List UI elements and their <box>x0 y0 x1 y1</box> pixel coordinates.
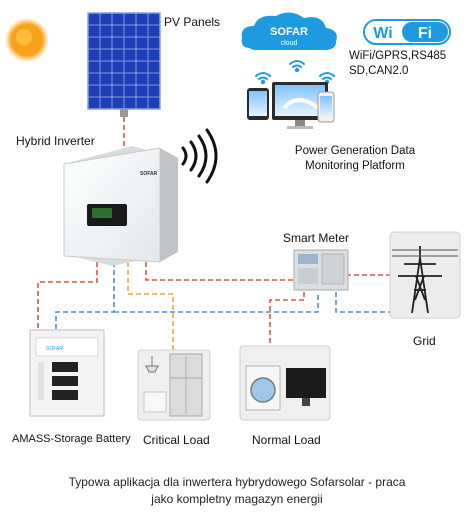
inverter-brand-text: SOFAR <box>140 171 158 177</box>
hybrid-inverter-label: Hybrid Inverter <box>16 134 95 148</box>
inverter-to-meter-line <box>145 262 296 281</box>
hybrid-system-diagram: SOFAR cloud Wi Fi <box>5 12 461 421</box>
battery-brand-text: SOFAR <box>46 346 63 352</box>
inverter-to-critical-load-line <box>127 262 174 350</box>
caption-line-2: jako kompletny magazyn energii <box>151 492 323 506</box>
comm-inverter-meter-line <box>114 292 319 313</box>
figure-caption: Typowa aplikacja dla inwertera hybrydowe… <box>0 474 474 508</box>
critical-load-label: Critical Load <box>143 433 210 447</box>
comm-protocols-line2: SD,CAN2.0 <box>349 65 409 77</box>
pv-panel-icon <box>87 12 161 117</box>
wifi-left-text: Wi <box>373 25 392 42</box>
connection-lines <box>37 117 402 350</box>
monitoring-devices-icon <box>247 82 335 129</box>
hybrid-inverter-icon: SOFAR <box>63 146 178 266</box>
wireless-signal-icon <box>181 128 218 184</box>
sun-icon <box>5 18 49 62</box>
storage-battery-icon: SOFAR <box>29 329 105 417</box>
grid-tower-icon <box>389 231 461 319</box>
wifi-signal-icons <box>255 60 335 85</box>
sofar-cloud-icon: SOFAR cloud <box>241 12 337 51</box>
normal-load-icon <box>239 345 331 421</box>
comm-meter-grid-line <box>335 292 402 313</box>
critical-load-icon <box>137 349 211 421</box>
platform-label-line1: Power Generation Data <box>294 145 416 157</box>
inverter-to-battery-line <box>37 262 98 330</box>
comm-protocols-line1: WiFi/GPRS,RS485 <box>349 50 447 62</box>
sofar-cloud-text: SOFAR <box>270 26 308 38</box>
normal-load-label: Normal Load <box>252 433 321 447</box>
battery-label: AMASS-Storage Battery <box>12 433 131 445</box>
cloud-text: cloud <box>281 40 298 47</box>
meter-to-normal-load-line <box>269 292 305 346</box>
wifi-badge-icon: Wi Fi <box>363 19 451 45</box>
smart-meter-icon <box>293 249 349 291</box>
pv-panels-label: PV Panels <box>164 15 221 29</box>
wifi-right-text: Fi <box>418 25 432 42</box>
comm-inverter-battery-line <box>55 262 115 330</box>
caption-line-1: Typowa aplikacja dla inwertera hybrydowe… <box>68 475 406 489</box>
platform-label-line2: Monitoring Platform <box>305 160 405 172</box>
grid-label: Grid <box>413 334 436 348</box>
smart-meter-label: Smart Meter <box>283 231 350 245</box>
